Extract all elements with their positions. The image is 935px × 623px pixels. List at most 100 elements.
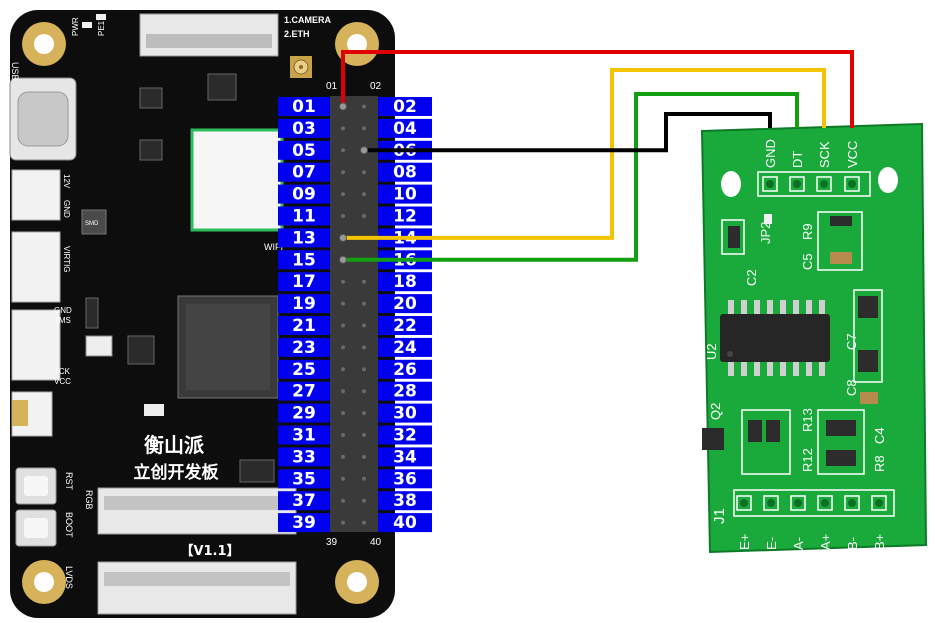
header-pin xyxy=(341,433,345,437)
module-top-pads xyxy=(762,176,860,192)
q2-transistor xyxy=(702,428,724,450)
pin-number: 38 xyxy=(393,491,417,511)
pin-number: 05 xyxy=(292,141,316,161)
pin-label-40: 40 xyxy=(378,513,432,533)
pin-number: 10 xyxy=(393,185,417,205)
mount-hole-tl xyxy=(22,22,66,66)
hx711-module: JP2 R9 C5 C2 U2 C7 C8 Q2 R13 R12 R8 C4 J… xyxy=(700,122,928,554)
small-chip xyxy=(207,73,237,101)
virtig-connector xyxy=(11,231,61,303)
u2-label: U2 xyxy=(704,343,719,360)
smd-inductor xyxy=(81,209,107,235)
pin-label-02: 02 xyxy=(378,97,432,117)
c8-label: C8 xyxy=(844,379,859,396)
rgb-fpc-connector xyxy=(97,487,297,535)
header-pin xyxy=(362,192,366,197)
rgb-label: RGB xyxy=(84,490,94,510)
header-pin xyxy=(362,520,366,525)
pin-label-28: 28 xyxy=(378,381,432,402)
camera-label: 1.CAMERA xyxy=(284,15,332,25)
module-bottom-pad xyxy=(790,495,806,511)
pin-number: 09 xyxy=(292,185,316,205)
gnd-label: GND xyxy=(62,200,71,218)
pin-label-31: 31 xyxy=(278,425,330,446)
pin-label-32: 32 xyxy=(378,425,432,446)
boot-label: BOOT xyxy=(64,512,74,538)
pin-number: 02 xyxy=(393,97,417,117)
wifi-label: WIFI xyxy=(264,242,283,252)
header-pin xyxy=(341,411,345,416)
pin-number: 04 xyxy=(393,119,417,139)
debug-connector xyxy=(11,309,61,381)
header-pin xyxy=(341,454,345,459)
pwr-label: PWR xyxy=(71,17,80,36)
header-pin xyxy=(362,323,366,328)
header-pins xyxy=(341,104,366,525)
module-pad-vcc xyxy=(844,176,860,192)
header-pin xyxy=(341,214,345,218)
pin-label-25: 25 xyxy=(278,359,330,380)
c2-label: C2 xyxy=(744,269,759,286)
antenna-connector xyxy=(290,56,312,78)
pin-number: 35 xyxy=(292,469,316,489)
pin-number: 01 xyxy=(292,97,316,117)
pin-label-13: 13 xyxy=(278,228,330,248)
header-pin xyxy=(341,345,345,350)
pin-label-08: 08 xyxy=(378,162,432,183)
header-pin xyxy=(341,389,345,394)
wire-15-to-dt xyxy=(343,92,799,262)
c4-label: C4 xyxy=(872,427,887,444)
module-bottom-pad xyxy=(736,495,752,511)
pin-label-07: 07 xyxy=(278,162,330,183)
pin-number: 18 xyxy=(393,272,417,292)
module-bottom-pin-label: B- xyxy=(845,537,860,550)
header-pin xyxy=(362,454,366,459)
pin-number: 39 xyxy=(292,513,316,533)
module-pin-gnd: GND xyxy=(763,139,778,168)
pin-number: 15 xyxy=(292,250,316,270)
pin-label-09: 09 xyxy=(278,184,330,205)
usb-c-port xyxy=(9,77,77,161)
header-pin xyxy=(341,126,345,131)
module-hole-right xyxy=(878,167,898,193)
pe17-label: PE17 xyxy=(97,16,106,36)
pin-number: 08 xyxy=(393,163,417,183)
pin-number: 13 xyxy=(292,228,316,248)
pin-number: 11 xyxy=(292,207,316,227)
pin-number: 24 xyxy=(393,338,417,358)
wires xyxy=(339,50,854,264)
pin-label-22: 22 xyxy=(378,316,432,336)
pin-label-04: 04 xyxy=(378,119,432,139)
lvds-label: LVDS xyxy=(64,566,74,589)
module-bottom-pad xyxy=(817,495,833,511)
wire-13-to-sck xyxy=(343,68,826,240)
header-pin xyxy=(341,170,345,175)
module-hole-left xyxy=(721,171,741,197)
pin-label-33: 33 xyxy=(278,447,330,467)
wire-06-to-gnd xyxy=(364,112,772,153)
module-bottom-pin-label: E- xyxy=(764,537,779,550)
header-pin xyxy=(341,192,345,197)
module-pad-gnd xyxy=(762,176,778,192)
header-pin xyxy=(362,170,366,175)
pin-number: 28 xyxy=(393,382,417,402)
pin-number: 12 xyxy=(393,207,417,227)
pin-label-19: 19 xyxy=(278,294,330,314)
pin-label-26: 26 xyxy=(378,359,432,380)
c5-label: C5 xyxy=(800,253,815,270)
header-pin xyxy=(362,214,366,218)
pin-label-18: 18 xyxy=(378,272,432,292)
wifi-module xyxy=(190,128,284,232)
eth-label: 2.ETH xyxy=(284,29,310,39)
pin-number: 07 xyxy=(292,163,316,183)
header-pin xyxy=(341,279,345,284)
header-pin xyxy=(341,367,345,372)
j1-label: J1 xyxy=(711,508,728,524)
header-pin xyxy=(362,301,366,306)
module-pin-sck: SCK xyxy=(817,141,832,168)
module-pad-sck xyxy=(816,176,832,192)
pin-number: 36 xyxy=(393,469,417,489)
pin-label-11: 11 xyxy=(278,206,330,227)
module-bottom-pin-label: A+ xyxy=(818,534,833,550)
